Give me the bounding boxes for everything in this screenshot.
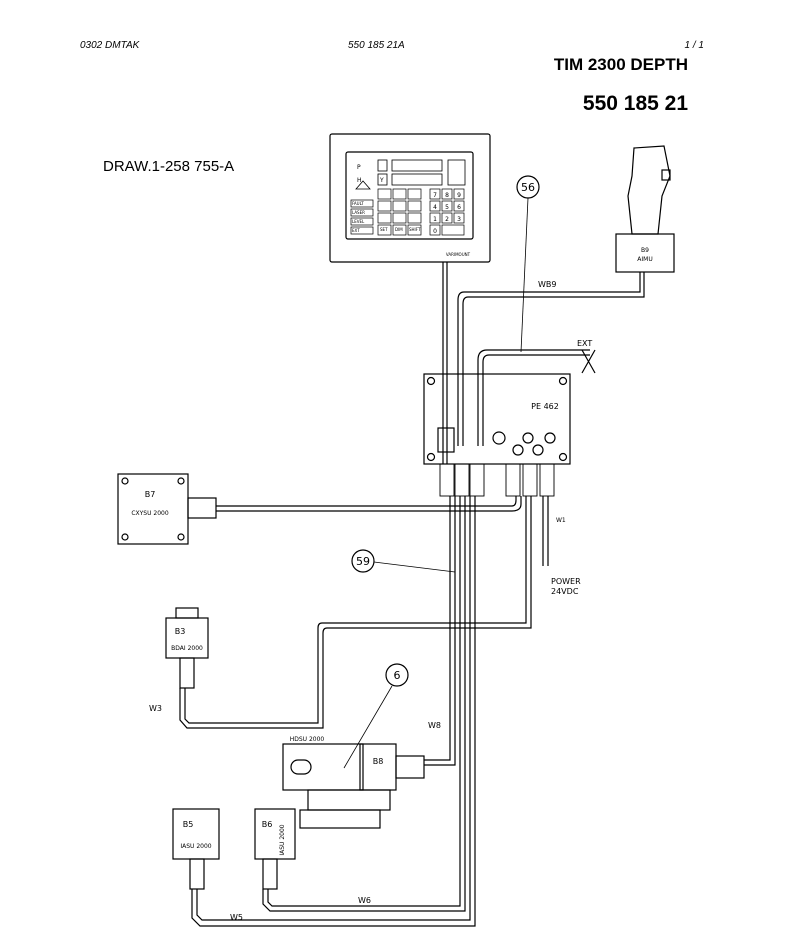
part-number: 550 185 21 (582, 92, 688, 115)
b9-name-label: AIMU (637, 256, 652, 263)
display-key-0: 0 (433, 228, 437, 235)
power-voltage-label: 24VDC (551, 587, 579, 596)
display-row-p: P (357, 164, 361, 171)
display-row-h: H (357, 177, 362, 184)
sensor-b7-box (117, 473, 217, 545)
header-page-number: 1 / 1 (684, 40, 704, 51)
wire-wb9-label: WB9 (538, 280, 557, 289)
callout-56-label: 56 (521, 181, 535, 194)
callout-59-marker (351, 549, 456, 573)
hdsu-name-label: HDSU 2000 (290, 736, 325, 743)
pe462-box (423, 373, 571, 497)
display-key-1: 1 (433, 216, 437, 223)
display-laser-button: LASER (352, 210, 365, 215)
wire-w5-label: W5 (230, 913, 243, 922)
cable-ext (477, 349, 596, 446)
display-ext-button: EXT (352, 228, 360, 233)
cable-w3 (179, 496, 532, 729)
cable-w6 (262, 496, 466, 912)
b3-id-label: B3 (175, 627, 186, 636)
header-drawing-number: 550 185 21A (348, 40, 405, 51)
cable-b7 (216, 496, 522, 512)
b8-id-label: B8 (373, 757, 384, 766)
b9-id-label: B9 (641, 247, 649, 254)
b7-name-label: CXYSU 2000 (131, 510, 169, 517)
b6-name-label: IASU 2000 (279, 824, 286, 855)
hdsu-b8-assembly (282, 743, 425, 829)
wire-w8-label: W8 (428, 721, 441, 730)
cable-w1-power (542, 496, 549, 566)
callout-6-label: 6 (394, 669, 401, 682)
b7-id-label: B7 (145, 490, 156, 499)
cable-wb9 (457, 272, 645, 446)
sensor-b3-box (165, 607, 209, 689)
display-shift-button: SHIFT (409, 227, 421, 232)
display-key-5: 5 (445, 204, 449, 211)
display-key-7: 7 (433, 192, 437, 199)
cable-w8 (424, 496, 456, 766)
callout-56-marker (516, 175, 540, 353)
display-key-9: 9 (457, 192, 461, 199)
display-level-button: LEVEL (352, 219, 365, 224)
callout-59-label: 59 (356, 555, 370, 568)
pe462-label: PE 462 (531, 402, 559, 411)
wire-ext-label: EXT (577, 339, 592, 348)
power-label: POWER (551, 577, 581, 586)
cable-display-to-pe (442, 262, 448, 464)
callout-6-marker (343, 663, 409, 769)
display-key-3: 3 (457, 216, 461, 223)
b5-id-label: B5 (183, 820, 194, 829)
display-set-button: SET (380, 227, 388, 232)
header-document-code: 0302 DMTAK (80, 40, 140, 51)
b5-name-label: IASU 2000 (180, 843, 211, 850)
joystick-b9 (615, 145, 675, 273)
drawing-reference: DRAW.1-258 755-A (103, 158, 235, 175)
cable-w5 (191, 496, 476, 927)
display-unit (329, 133, 491, 263)
display-dim-button: DIM (395, 227, 403, 232)
display-fault-button: FAULT (352, 201, 364, 206)
page-title: TIM 2300 DEPTH (553, 55, 688, 74)
wire-w6-label: W6 (358, 896, 371, 905)
display-brand-label: VARIMOUNT (446, 252, 471, 257)
display-key-2: 2 (445, 216, 449, 223)
b3-name-label: BDAI 2000 (171, 645, 203, 652)
display-row-y: Y (379, 177, 384, 184)
wire-w3-label: W3 (149, 704, 162, 713)
sensor-b6-box (254, 808, 296, 890)
display-key-6: 6 (457, 204, 461, 211)
b6-id-label: B6 (262, 820, 273, 829)
wire-w1-label: W1 (556, 517, 566, 524)
display-key-4: 4 (433, 204, 437, 211)
display-key-8: 8 (445, 192, 449, 199)
